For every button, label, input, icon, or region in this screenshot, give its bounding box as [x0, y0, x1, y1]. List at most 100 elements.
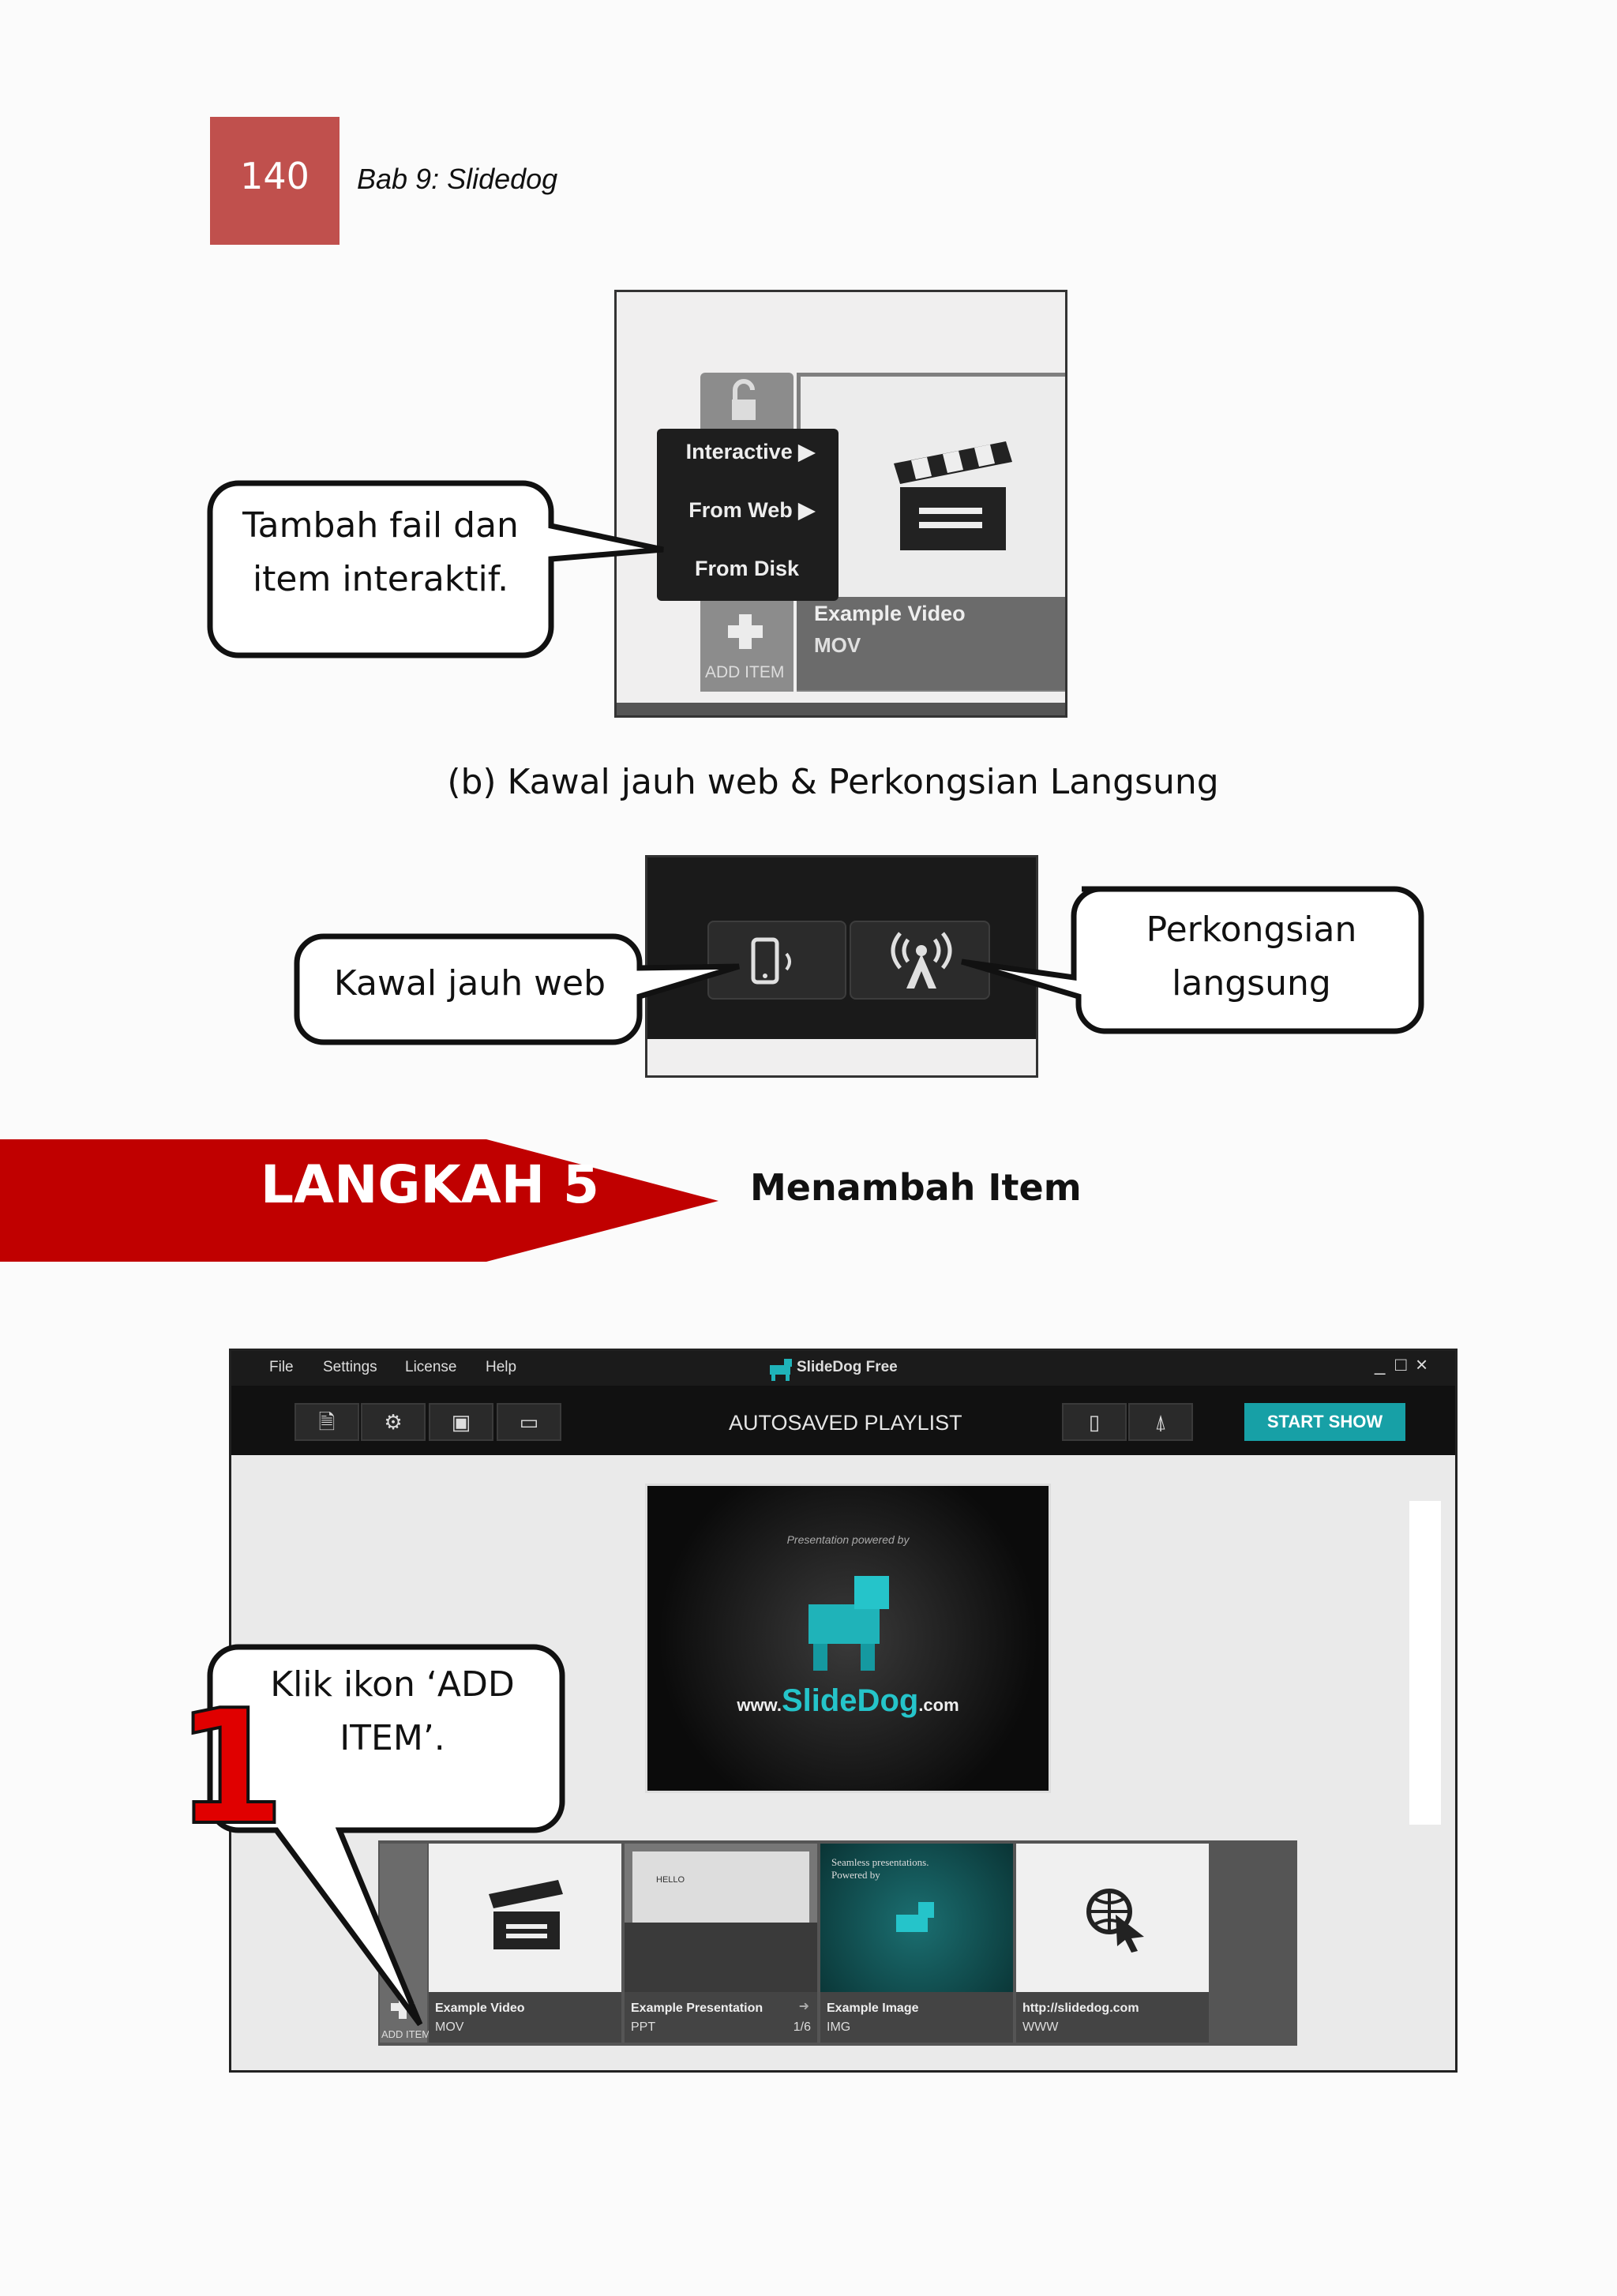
item-footer — [1016, 1992, 1209, 2043]
video-card-title: Example Video — [814, 602, 966, 625]
playlist-item-image[interactable]: Seamless presentations. Powered by Examp… — [820, 1844, 1013, 2043]
live-share-button[interactable]: ⍋ — [1128, 1403, 1193, 1441]
item-title: http://slidedog.com — [1022, 2001, 1139, 2015]
menu-item-from-web[interactable]: From Web ▶ — [657, 498, 815, 523]
phone-remote-icon: ▯ — [1088, 1410, 1101, 1434]
video-card-type: MOV — [814, 633, 861, 657]
broadcast-icon — [891, 932, 952, 989]
slide-count: 1/6 — [793, 2020, 811, 2034]
slide-preview: Presentation powered by www.SlideDog.com — [645, 1484, 1051, 1793]
item-type: WWW — [1022, 2020, 1059, 2034]
callout-text: Tambah fail dan item interaktif. — [242, 505, 519, 599]
globe-cursor-icon — [1086, 1889, 1144, 1953]
add-item-button[interactable] — [700, 597, 793, 692]
menu-item-label: From Disk — [694, 557, 799, 580]
slidedog-mascot-icon — [808, 1576, 889, 1671]
lock-tab — [700, 373, 793, 434]
maximize-icon[interactable]: □ — [1395, 1354, 1407, 1375]
brand-name: SlideDog — [781, 1683, 919, 1718]
bottom-bar — [617, 703, 1065, 715]
unlock-icon — [732, 379, 756, 420]
image-button[interactable]: ▣ — [429, 1403, 493, 1441]
step-title: Menambah Item — [750, 1166, 1082, 1209]
chapter-title: Bab 9: Slidedog — [357, 163, 558, 195]
minimize-icon[interactable]: _ — [1375, 1354, 1386, 1375]
item-footer — [625, 1992, 817, 2043]
item-type: MOV — [435, 2020, 464, 2034]
menu-settings[interactable]: Settings — [323, 1359, 377, 1375]
page-number: 140 — [240, 155, 310, 197]
powered-by-text: Presentation powered by — [786, 1533, 910, 1546]
item-type: PPT — [631, 2020, 656, 2034]
present-button[interactable]: ▭ — [497, 1403, 561, 1441]
page-number-box: 140 — [210, 117, 340, 245]
arrow-right-icon: ▶ — [798, 440, 815, 463]
step-number: 1 — [174, 1676, 287, 1860]
brand-prefix: www. — [737, 1695, 782, 1715]
phone-remote-icon — [751, 937, 791, 985]
clapperboard-icon — [489, 1880, 563, 1949]
new-file-icon: 🗎 — [318, 1410, 336, 1434]
playlist-item-web[interactable]: http://slidedog.com WWW — [1016, 1844, 1209, 2043]
item-type: IMG — [827, 2020, 851, 2034]
menu-item-interactive[interactable]: Interactive ▶ — [657, 440, 815, 464]
plus-icon — [391, 1995, 415, 2019]
clapperboard-icon — [894, 441, 1012, 550]
gear-icon: ⚙ — [384, 1410, 403, 1434]
item-title: Example Video — [435, 2001, 525, 2015]
menu-item-label: Interactive — [685, 440, 793, 463]
step-banner — [0, 1139, 718, 1262]
slidedog-logo-icon — [770, 1359, 792, 1381]
web-remote-button[interactable]: ▯ — [1062, 1403, 1127, 1441]
video-card-footer — [797, 597, 1065, 690]
arrow-right-icon: ➜ — [798, 2000, 809, 2013]
plus-icon — [728, 614, 763, 649]
callout-text: Klik ikon ‘ADD ITEM’. — [270, 1664, 515, 1758]
close-icon[interactable]: × — [1416, 1352, 1428, 1376]
callout-web-remote: Kawal jauh web — [294, 933, 747, 1052]
slide-text: HELLO — [656, 1875, 685, 1885]
app-title: SlideDog Free — [797, 1359, 898, 1375]
image-icon: ▣ — [451, 1410, 471, 1434]
playlist-item-presentation[interactable]: HELLO Example Presentation PPT 1/6 ➜ — [625, 1844, 817, 2043]
arrow-right-icon: ▶ — [798, 498, 815, 522]
item-title: Example Image — [827, 2001, 919, 2015]
item-footer — [429, 1992, 621, 2043]
image-caption: Seamless presentations. Powered by — [831, 1856, 929, 1881]
remote-share-screenshot — [645, 855, 1038, 1078]
web-remote-button[interactable] — [707, 921, 846, 1000]
menu-item-label: From Web — [688, 498, 793, 522]
audience-photo — [625, 1923, 817, 1994]
callout-click-add-item: Klik ikon ‘ADD ITEM’. — [207, 1644, 565, 2039]
playlist-title: AUTOSAVED PLAYLIST — [729, 1411, 962, 1435]
add-item-dropdown: Interactive ▶ From Web ▶ From Disk — [657, 429, 839, 601]
item-footer — [820, 1992, 1013, 2043]
slidedog-brand: www.SlideDog.com — [647, 1683, 1049, 1719]
playlist-item-video[interactable]: Example Video MOV — [429, 1844, 621, 2043]
new-file-button[interactable]: 🗎 — [295, 1403, 359, 1441]
menu-file[interactable]: File — [269, 1359, 294, 1375]
brand-suffix: .com — [918, 1695, 959, 1715]
callout-text: Perkongsian langsung — [1146, 910, 1357, 1004]
broadcast-icon: ⍋ — [1154, 1410, 1167, 1434]
callout-live-share: Perkongsian langsung — [955, 886, 1429, 1041]
scroll-panel[interactable] — [1409, 1501, 1441, 1825]
step-label: LANGKAH 5 — [261, 1154, 599, 1215]
item-title: Example Presentation — [631, 2001, 763, 2015]
add-item-menu-screenshot: Example Video MOV ADD ITEM Interactive ▶… — [614, 290, 1067, 718]
slidedog-window-screenshot: File Settings License Help SlideDog Free… — [229, 1349, 1458, 2073]
menu-license[interactable]: License — [405, 1359, 457, 1375]
callout-text: Kawal jauh web — [333, 963, 606, 1004]
settings-button[interactable]: ⚙ — [361, 1403, 426, 1441]
callout-add-files: Tambah fail dan item interaktif. — [207, 480, 664, 662]
slide-screen — [632, 1851, 809, 1923]
add-item-label: ADD ITEM — [381, 2028, 431, 2040]
screen-icon: ▭ — [519, 1410, 539, 1434]
menu-item-from-disk[interactable]: From Disk — [657, 557, 799, 581]
window-titlebar — [231, 1351, 1455, 1386]
slidedog-mascot-icon — [896, 1902, 934, 1932]
start-show-button[interactable]: START SHOW — [1244, 1403, 1405, 1441]
menu-help[interactable]: Help — [486, 1359, 517, 1375]
add-item-label: ADD ITEM — [705, 663, 785, 681]
figure-caption: (b) Kawal jauh web & Perkongsian Langsun… — [447, 762, 1219, 802]
